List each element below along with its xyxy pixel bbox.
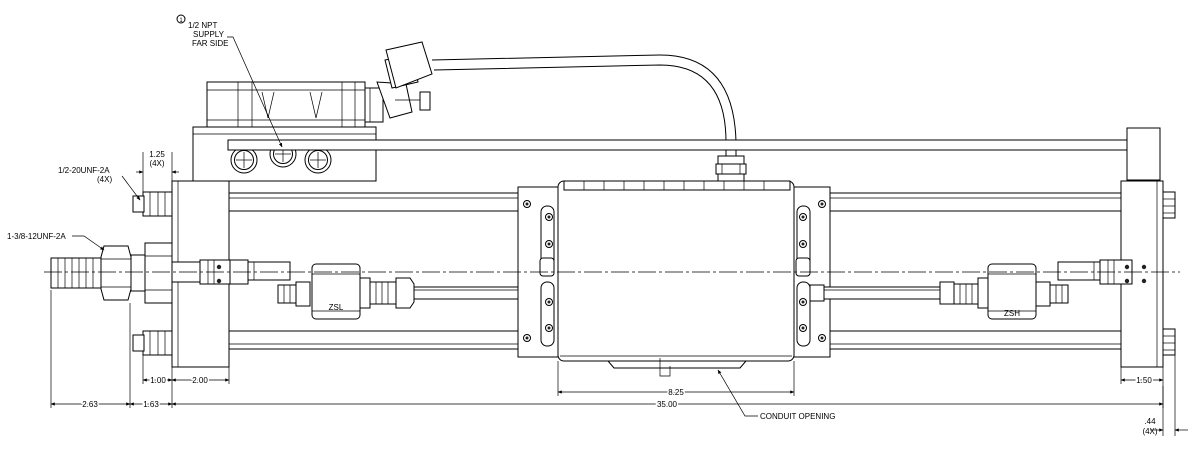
thread-small-label-line2: (4X) [97, 175, 112, 184]
conduit-label: CONDUIT OPENING [760, 412, 835, 421]
thread-small-label-line1: 1/2-20UNF-2A [58, 166, 110, 175]
switch-label-zsl: ZSL [329, 303, 344, 312]
dim-1-25-qty: (4X) [149, 159, 164, 168]
dim-1-25: 1.25 [149, 150, 165, 159]
left-limit-switch-assembly [247, 261, 539, 320]
note-number: 1 [179, 18, 183, 24]
supply-label-line2: SUPPLY [193, 30, 225, 39]
dim-35-00: 35.00 [657, 400, 678, 409]
supply-callout: 1 1/2 NPT SUPPLY FAR SIDE [176, 14, 283, 148]
supply-label-line1: 1/2 NPT [188, 21, 217, 30]
dimension-values: 1.25 (4X) 1.00 2.00 2.63 1.63 8.25 35.00… [81, 150, 1158, 436]
switch-label-zsh: ZSH [1004, 309, 1020, 318]
dim-8-25: 8.25 [668, 388, 684, 397]
dimension-lines [50, 152, 1188, 436]
dim-1-00: 1.00 [150, 376, 166, 385]
coil-connector [376, 41, 433, 119]
thread-large-label: 1-3/8-12UNF-2A [7, 232, 66, 241]
manifold-block [192, 126, 377, 182]
supply-label-line3: FAR SIDE [192, 39, 228, 48]
supply-port [230, 140, 332, 174]
dim-0-44: .44 [1144, 417, 1156, 426]
dim-2-63: 2.63 [82, 400, 98, 409]
right-end-post [1126, 127, 1161, 181]
solenoid-valve [206, 81, 384, 128]
right-limit-switch-assembly [823, 259, 1147, 320]
conduit-pipe [431, 54, 747, 183]
dim-1-63: 1.63 [143, 400, 159, 409]
dim-1-50: 1.50 [1136, 376, 1152, 385]
thread-small-callout: 1/2-20UNF-2A (4X) [58, 166, 141, 201]
switch-enclosure [557, 180, 795, 377]
dim-0-44-qty: (4X) [1142, 427, 1157, 436]
thread-large-callout: 1-3/8-12UNF-2A [7, 232, 105, 251]
conduit-callout: CONDUIT OPENING [717, 369, 835, 421]
dim-2-00: 2.00 [192, 376, 208, 385]
